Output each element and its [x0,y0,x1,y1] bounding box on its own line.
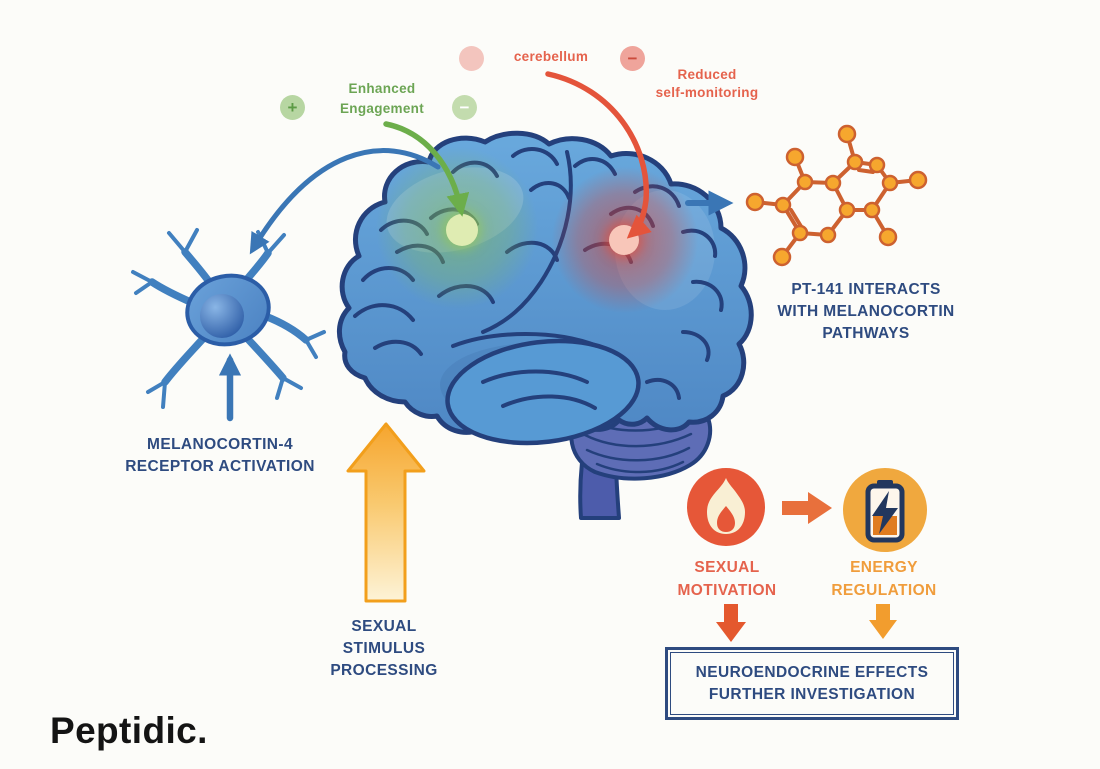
energy-regulation-label: ENERGY REGULATION [831,559,937,599]
battery-icon [843,468,927,552]
conclusion-box: NEUROENDOCRINE EFFECTS FURTHER INVESTIGA… [665,647,959,720]
reduced-self-monitoring-label: Reduced self-monitoring [655,67,759,100]
green-activation-spot [446,214,478,246]
molecule-icon [745,124,928,267]
cerebellum-label: cerebellum [513,49,589,64]
minus-icon: − [452,95,477,120]
energy-down-arrow [869,604,897,639]
plus-glyph: + [287,98,298,117]
motivation-down-arrow [716,604,746,642]
molecule-atoms [745,124,928,267]
motivation-to-energy-arrow [782,492,832,524]
flame-icon [687,468,765,546]
temporal-lobe [445,338,641,446]
sexual-stimulus-label: SEXUAL STIMULUS PROCESSING [330,618,438,679]
sexual-motivation-label: SEXUAL MOTIVATION [677,559,777,599]
red-activation-spot [609,225,639,255]
brand-logo: Peptidic. [50,710,208,751]
minus-glyph: − [627,49,638,68]
neuron-nucleus [200,294,244,338]
conclusion-box-inner: NEUROENDOCRINE EFFECTS FURTHER INVESTIGA… [670,652,954,715]
minus-glyph: − [459,98,470,117]
minus-icon: − [620,46,645,71]
pt141-pathways-label: PT-141 INTERACTS WITH MELANOCORTIN PATHW… [777,281,955,342]
melanocortin-receptor-label: MELANOCORTIN-4 RECEPTOR ACTIVATION [125,436,315,475]
enhanced-engagement-label: Enhanced Engagement [339,81,424,116]
neuron-icon [131,228,326,409]
plus-icon: + [280,95,305,120]
conclusion-label: NEUROENDOCRINE EFFECTS FURTHER INVESTIGA… [695,663,929,703]
pink-dot-icon [459,46,484,71]
